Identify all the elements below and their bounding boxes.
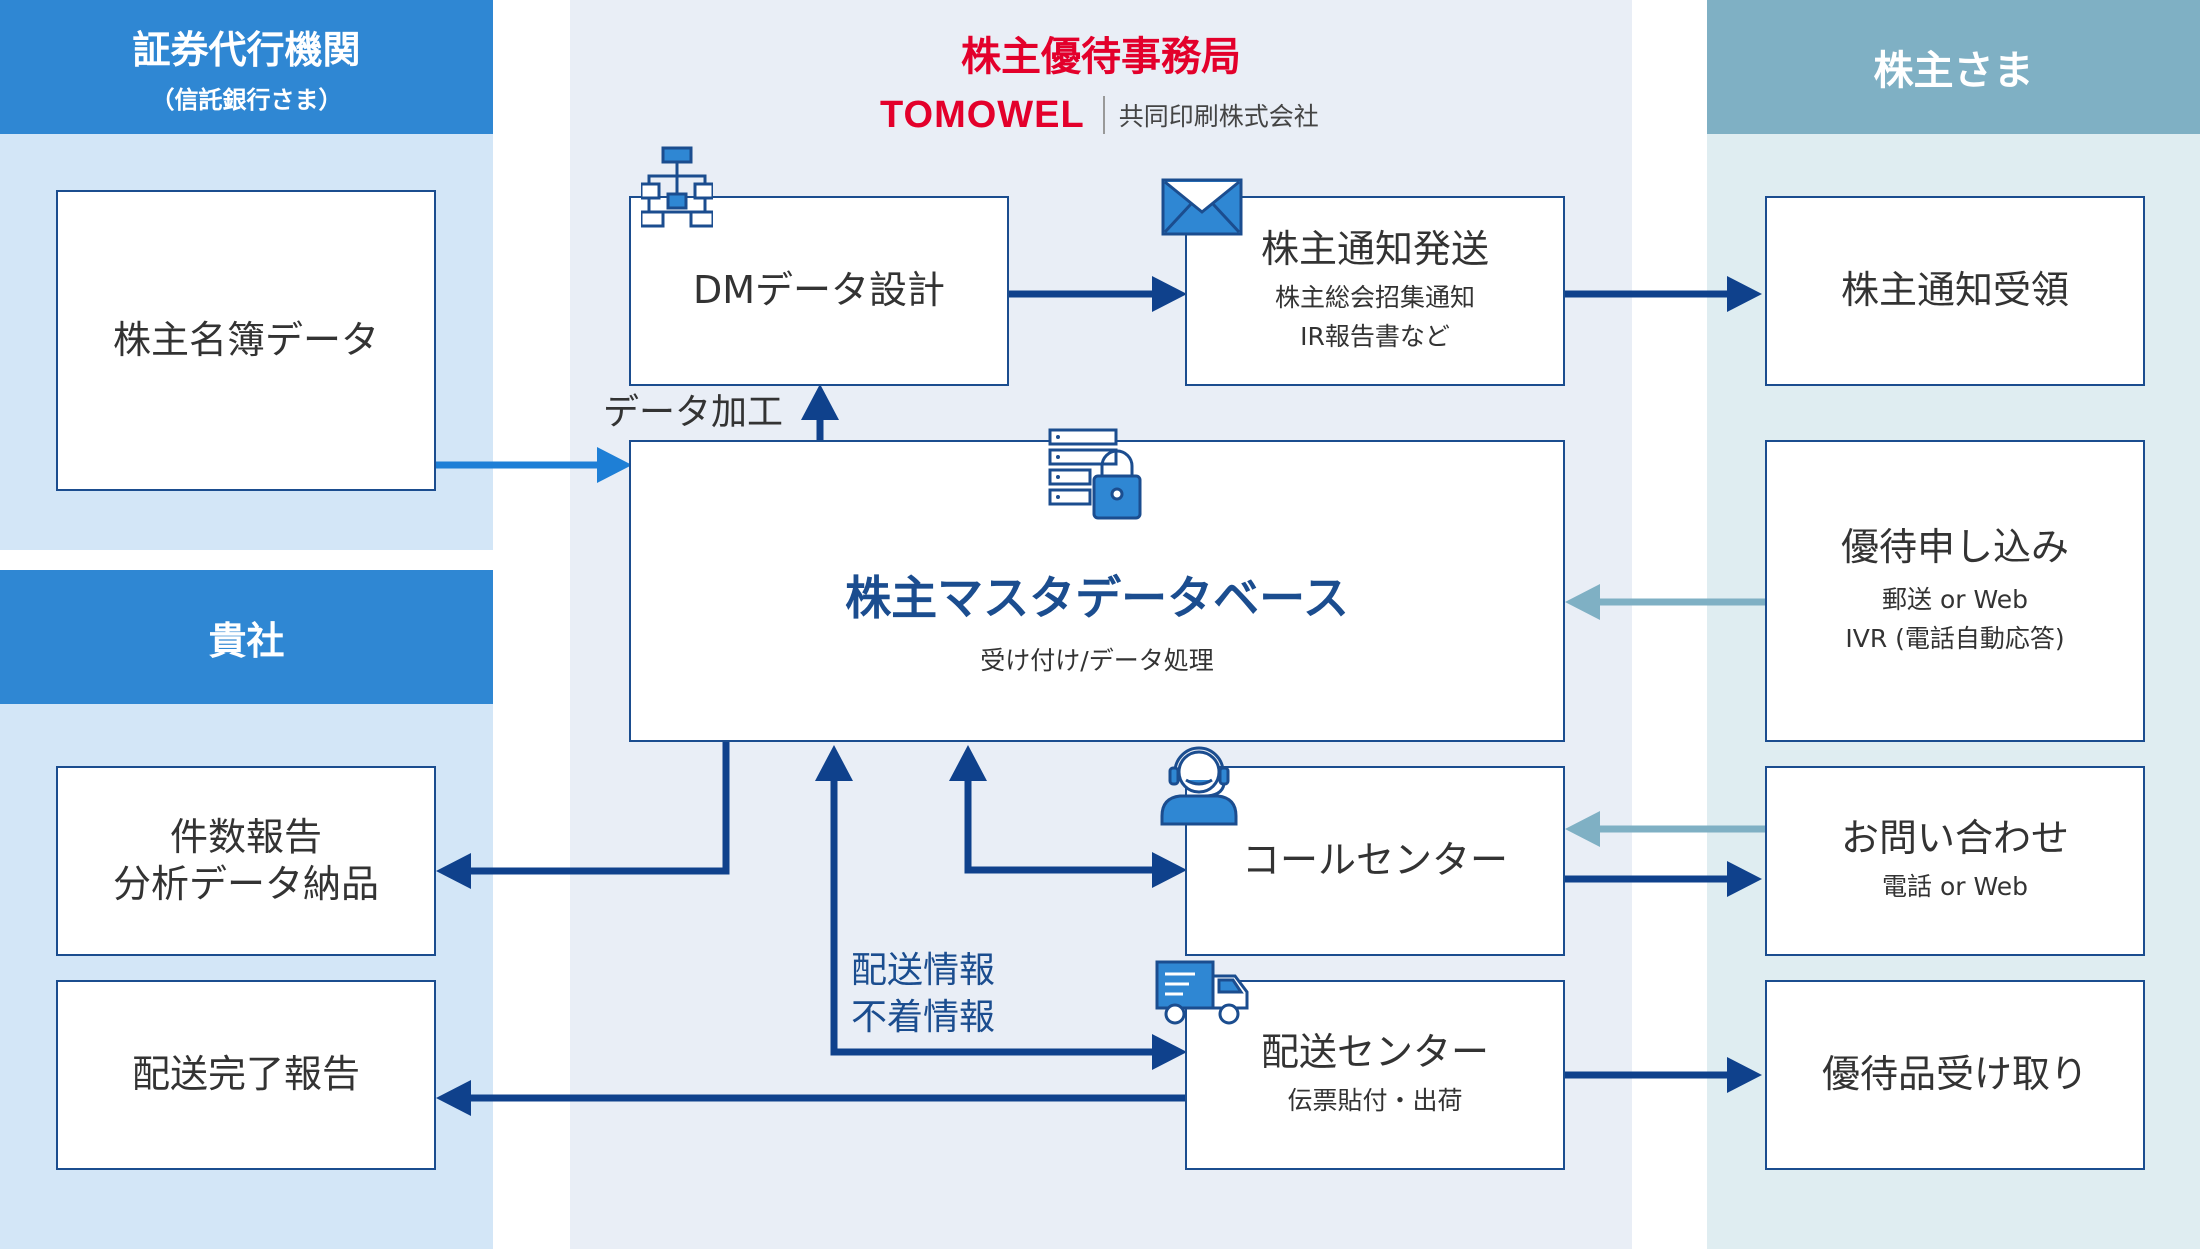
arrow-call-db [964, 772, 1160, 874]
company-title: 貴社 [208, 618, 285, 663]
delivery-report-label: 配送完了報告 [131, 1052, 360, 1097]
data-processing-label: データ加工 [603, 392, 784, 433]
call-center-box: コールセンター [1185, 766, 1565, 956]
envelope-icon [1161, 178, 1243, 236]
headset-operator-icon [1160, 746, 1238, 826]
brand-company-name: 共同印刷株式会社 [1118, 102, 1319, 131]
left-column-gap [0, 550, 493, 570]
company-header: 貴社 [0, 570, 493, 704]
application-box: 優待申し込み 郵送 or Web IVR (電話自動応答) [1765, 440, 2145, 742]
inquiry-box: お問い合わせ 電話 or Web [1765, 766, 2145, 956]
call-center-label: コールセンター [1241, 838, 1508, 883]
server-lock-icon [1048, 428, 1142, 520]
shareholders-title: 株主さま [1873, 48, 2034, 94]
count-report-box: 件数報告 分析データ納品 [56, 766, 436, 956]
application-label: 優待申し込み [1840, 524, 2069, 569]
receive-gift-box: 優待品受け取り [1765, 980, 2145, 1170]
logo-divider [1102, 96, 1105, 134]
arrow-db-to-report [460, 742, 730, 875]
delivery-report-box: 配送完了報告 [56, 980, 436, 1170]
arrow-db-delivery [830, 772, 1160, 1056]
delivery-info-label: 配送情報 不着情報 [851, 950, 996, 1038]
delivery-center-label: 配送センター [1260, 1029, 1489, 1074]
delivery-center-box: 配送センター 伝票貼付・出荷 [1185, 980, 1565, 1170]
notice-send-sub: 株主総会招集通知 IR報告書など [1274, 283, 1475, 351]
center-title: 株主優待事務局 [961, 34, 1241, 80]
delivery-center-sub: 伝票貼付・出荷 [1287, 1086, 1463, 1116]
shareholder-roster-label: 株主名簿データ [112, 317, 379, 362]
delivery-truck-icon [1155, 960, 1249, 1025]
master-db-sub: 受け付け/データ処理 [980, 645, 1214, 675]
notice-receive-box: 株主通知受領 [1765, 196, 2145, 386]
application-sub: 郵送 or Web IVR (電話自動応答) [1845, 585, 2065, 653]
tomowel-logo-text: TOMOWEL [880, 93, 1085, 136]
master-db-title: 株主マスタデータベース [845, 570, 1349, 625]
brand-logo: TOMOWEL 共同印刷株式会社 [880, 92, 1319, 138]
securities-agent-header: 証券代行機関 （信託銀行さま） [0, 0, 493, 134]
shareholders-header: 株主さま [1707, 0, 2200, 134]
notice-send-box: 株主通知発送 株主総会招集通知 IR報告書など [1185, 196, 1565, 386]
inquiry-sub: 電話 or Web [1882, 872, 2028, 902]
dm-design-label: DMデータ設計 [692, 268, 946, 313]
notice-receive-label: 株主通知受領 [1840, 268, 2069, 313]
shareholder-roster-box: 株主名簿データ [56, 190, 436, 491]
securities-agent-subtitle: （信託銀行さま） [150, 86, 343, 114]
count-report-label: 件数報告 分析データ納品 [112, 814, 379, 907]
inquiry-label: お問い合わせ [1840, 815, 2069, 860]
receive-gift-label: 優待品受け取り [1821, 1052, 2088, 1097]
securities-agent-title: 証券代行機関 [132, 28, 361, 72]
flowchart-icon [641, 146, 713, 228]
dm-design-box: DMデータ設計 [629, 196, 1009, 386]
notice-send-label: 株主通知発送 [1260, 226, 1489, 271]
